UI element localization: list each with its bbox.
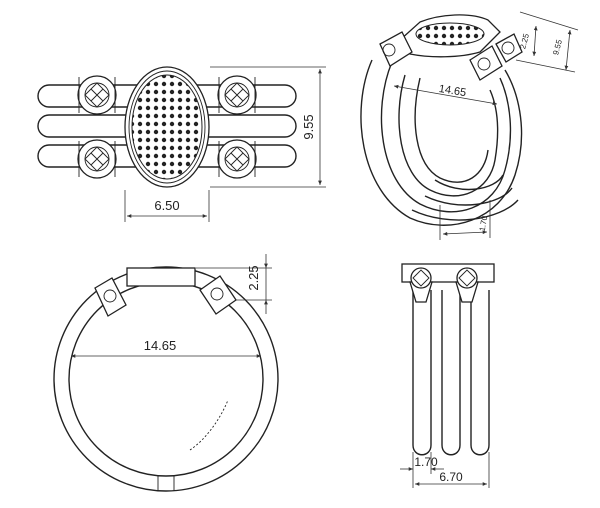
perspective-dims: 14.65 9.55 2.25 1.70	[393, 11, 579, 240]
dim-top-height: 9.55	[210, 66, 326, 188]
persp-small-a-label: 2.25	[518, 32, 531, 50]
dim-top-width-label: 6.50	[154, 198, 179, 213]
top-view-oval-head	[124, 66, 210, 188]
dim-front-diameter-label: 14.65	[144, 338, 177, 353]
perspective-head	[379, 14, 523, 81]
dim-front-head-height: 2.25	[196, 254, 272, 314]
top-view: 6.50 9.55	[37, 66, 326, 222]
side-view-bands	[412, 290, 490, 456]
side-view: 1.70 6.70	[400, 263, 495, 488]
dim-front-head-height-label: 2.25	[246, 265, 261, 290]
front-view: 14.65 2.25	[53, 254, 279, 492]
side-view-head	[401, 263, 495, 303]
front-view-head	[94, 267, 237, 317]
persp-small-b-label: 1.70	[478, 215, 490, 232]
dim-side-band-width-label: 1.70	[414, 455, 438, 469]
top-view-side-stones	[77, 75, 257, 179]
dim-top-height-label: 9.55	[301, 114, 316, 139]
persp-small-c-label: 9.55	[551, 38, 564, 56]
persp-diameter-label: 14.65	[438, 83, 467, 99]
dim-side-band-width: 1.70	[400, 452, 444, 488]
dim-top-width: 6.50	[124, 190, 210, 222]
perspective-view: 14.65 9.55 2.25 1.70	[360, 11, 579, 240]
dim-front-diameter: 14.65	[71, 338, 261, 358]
dim-side-total-width: 6.70	[415, 452, 490, 488]
front-view-shank	[53, 266, 279, 492]
dim-side-total-width-label: 6.70	[439, 470, 463, 484]
perspective-bands	[360, 59, 523, 226]
